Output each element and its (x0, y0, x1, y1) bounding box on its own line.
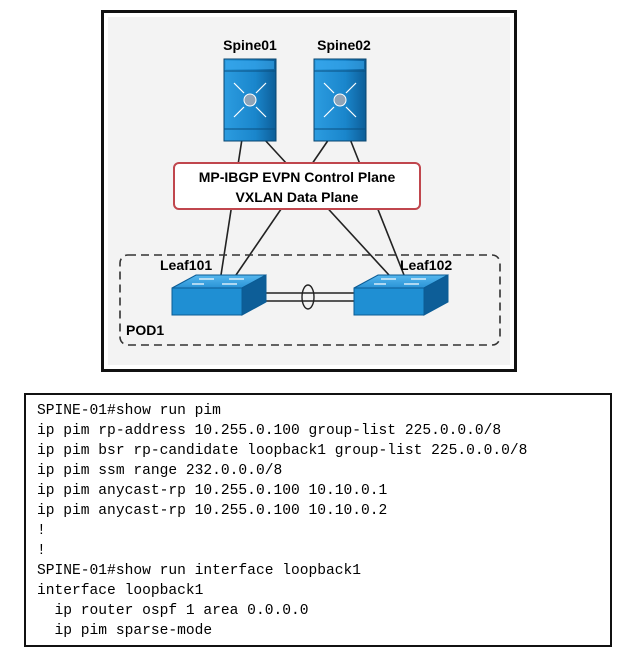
control-plane-line1: MP-IBGP EVPN Control Plane (199, 169, 396, 185)
topology-svg: MP-IBGP EVPN Control Plane VXLAN Data Pl… (119, 37, 501, 346)
leaf101-label: Leaf101 (160, 257, 212, 273)
spine01-switch-icon (223, 58, 277, 142)
leaf102-label: Leaf102 (400, 257, 452, 273)
network-diagram: MP-IBGP EVPN Control Plane VXLAN Data Pl… (101, 10, 517, 372)
cli-line: SPINE-01#show run pim (37, 403, 221, 419)
spine01-label: Spine01 (223, 37, 277, 53)
control-plane-line2: VXLAN Data Plane (236, 189, 359, 205)
leaf102-switch-icon (353, 274, 449, 316)
spine02-switch-icon (313, 58, 367, 142)
pod-region (119, 254, 501, 346)
leaf101-switch-icon (171, 274, 267, 316)
cli-line: ip router ospf 1 area 0.0.0.0 (37, 603, 309, 619)
cli-line: SPINE-01#show run interface loopback1 (37, 563, 362, 579)
cli-line: ip pim sparse-mode (37, 623, 213, 639)
cli-line: interface loopback1 (37, 583, 204, 599)
control-plane-box: MP-IBGP EVPN Control Plane VXLAN Data Pl… (173, 162, 421, 210)
spine02-label: Spine02 (317, 37, 371, 53)
cli-output-box: SPINE-01#show run pim ip pim rp-address … (24, 393, 612, 647)
vpc-peer-link (262, 284, 356, 310)
cli-line: ip pim bsr rp-candidate loopback1 group-… (37, 443, 528, 459)
cli-line: ip pim ssm range 232.0.0.0/8 (37, 463, 283, 479)
cli-line: ! (37, 543, 46, 559)
cli-line: ip pim anycast-rp 10.255.0.100 10.10.0.2 (37, 503, 388, 519)
cli-line: ip pim rp-address 10.255.0.100 group-lis… (37, 423, 502, 439)
pod-label: POD1 (126, 322, 164, 338)
cli-line: ! (37, 523, 46, 539)
cli-line: ip pim anycast-rp 10.255.0.100 10.10.0.1 (37, 483, 388, 499)
